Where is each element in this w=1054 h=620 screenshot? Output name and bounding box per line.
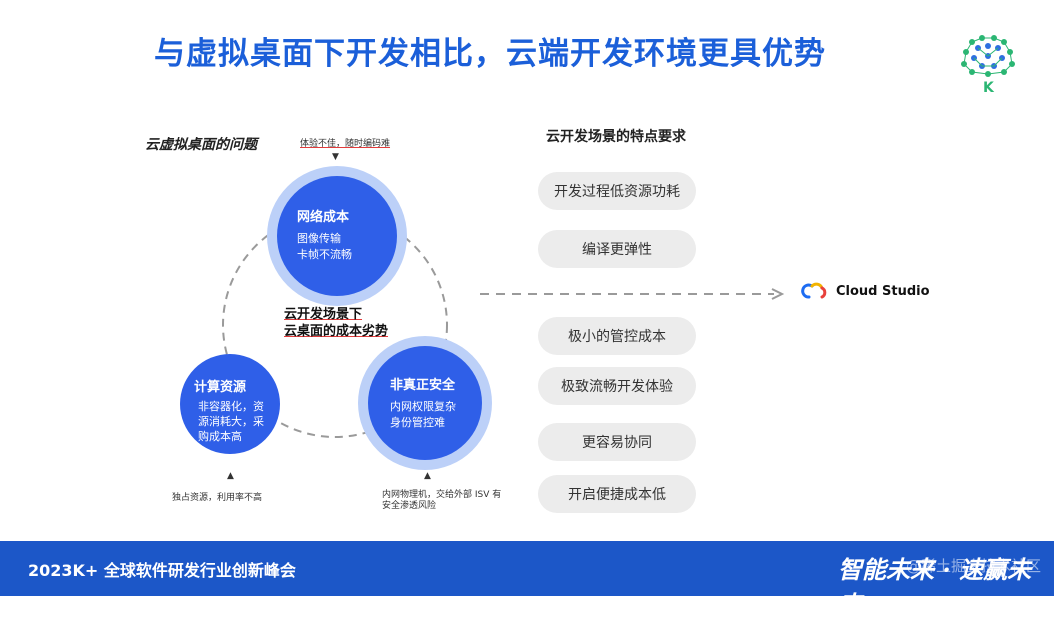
footer-event-name: 2023K+ 全球软件研发行业创新峰会 (28, 561, 296, 580)
up-arrow-icon-left: ▲ (227, 471, 234, 481)
bottom-left-note: 独占资源，利用率不高 (172, 493, 263, 503)
top-note: 体验不佳，随时编码难 (300, 139, 391, 149)
dashed-arrow (480, 288, 785, 300)
dot-cluster-logo-icon (961, 35, 1015, 77)
down-arrow-icon: ▼ (332, 152, 339, 162)
security-node: 非真正安全 内网权限复杂 身份管控难 (368, 346, 482, 460)
security-title: 非真正安全 (390, 378, 456, 393)
requirement-pill: 更容易协同 (538, 423, 696, 461)
dashed-cycle-ring (222, 212, 448, 438)
requirement-pill: 开启便捷成本低 (538, 475, 696, 513)
up-arrow-icon-right: ▲ (424, 471, 431, 481)
right-heading: 云开发场景的特点要求 (546, 129, 686, 145)
bottom-right-note: 内网物理机，交给外部 ISV 有 安全渗透风险 (382, 490, 501, 512)
center-label: 云开发场景下 云桌面的成本劣势 (284, 306, 388, 340)
k-plus-logo: K (952, 28, 1024, 100)
security-desc-2: 身份管控难 (390, 416, 445, 429)
left-heading: 云虚拟桌面的问题 (145, 137, 257, 153)
page-title: 与虚拟桌面下开发相比，云端开发环境更具优势 (154, 36, 826, 72)
footer-bar (0, 541, 1054, 596)
cloud-studio-brand: Cloud Studio (798, 282, 930, 300)
cloud-studio-name: Cloud Studio (836, 283, 930, 299)
network-cost-title: 网络成本 (297, 210, 350, 225)
requirement-pill: 开发过程低资源功耗 (538, 172, 696, 210)
cloud-studio-logo-icon (801, 282, 827, 299)
center-label-line-1: 云开发场景下 (284, 307, 363, 322)
network-cost-desc-2: 卡帧不流畅 (297, 248, 352, 261)
watermark: @稀土掘金技术社区 (906, 557, 1042, 575)
compute-resource-desc-3: 购成本高 (198, 430, 242, 443)
network-cost-desc-1: 图像传输 (297, 232, 341, 245)
requirement-pill: 极小的管控成本 (538, 317, 696, 355)
bottom-right-note-line-1: 内网物理机，交给外部 ISV 有 (382, 490, 502, 500)
network-cost-node: 网络成本 图像传输 卡帧不流畅 (277, 176, 397, 296)
center-label-line-2: 云桌面的成本劣势 (284, 324, 389, 339)
requirement-pill: 编译更弹性 (538, 230, 696, 268)
compute-resource-desc-1: 非容器化，资 (198, 400, 264, 413)
compute-resource-title: 计算资源 (194, 380, 247, 395)
bottom-right-note-line-2: 安全渗透风险 (382, 501, 437, 511)
logo-letter: K (983, 80, 994, 96)
requirement-pill: 极致流畅开发体验 (538, 367, 696, 405)
compute-resource-desc-2: 源消耗大，采 (198, 415, 264, 428)
compute-resource-node: 计算资源 非容器化，资 源消耗大，采 购成本高 (180, 354, 280, 454)
security-desc-1: 内网权限复杂 (390, 400, 456, 413)
